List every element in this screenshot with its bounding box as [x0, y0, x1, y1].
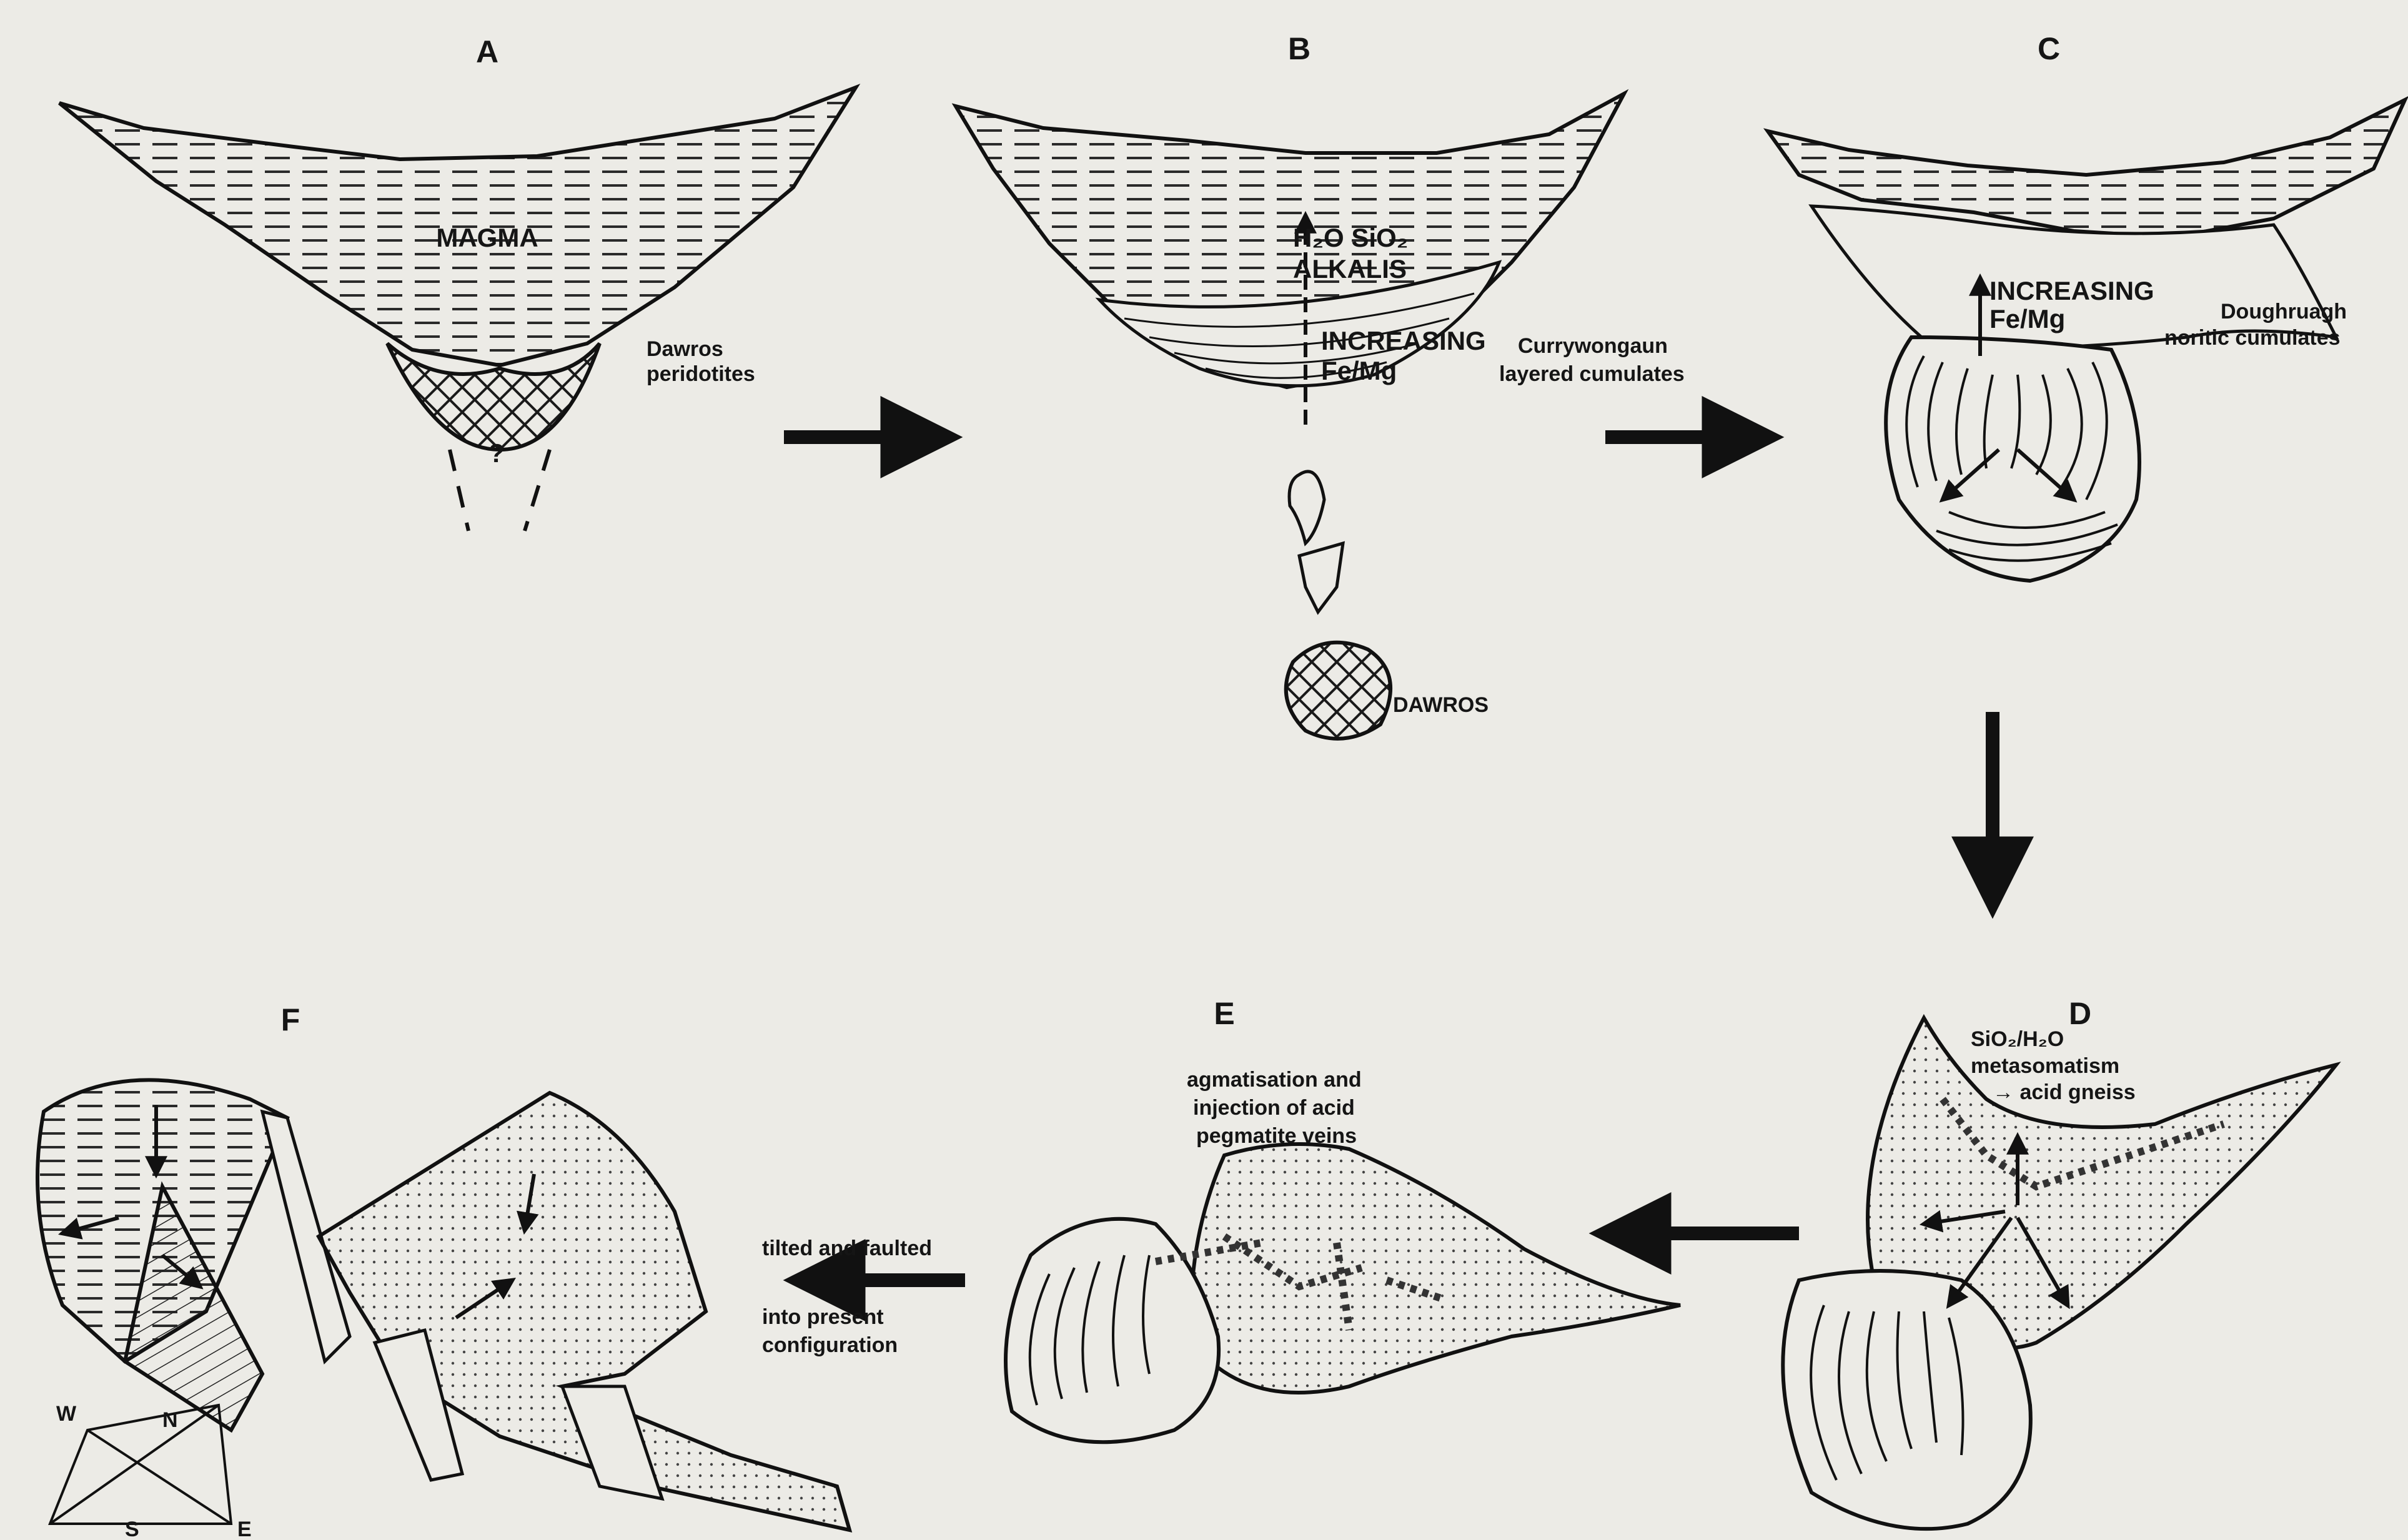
noritic-cumulates-label: noritic cumulates [2164, 326, 2341, 350]
sio2-h2o-label: SiO₂/H₂O [1971, 1027, 2064, 1051]
compass-s: S [125, 1518, 139, 1537]
increasing-label-c: INCREASING [1989, 276, 2154, 305]
agmatisation-label-3: pegmatite veins [1196, 1124, 1357, 1148]
metasomatism-label: metasomatism [1971, 1054, 2119, 1078]
h2o-sio2-label: H₂O SiO₂ [1293, 223, 1408, 252]
agmatisation-label-1: agmatisation and [1187, 1068, 1362, 1092]
question-mark: ? [488, 438, 505, 468]
panel-label-f: F [281, 1002, 300, 1037]
panel-label-b: B [1288, 31, 1311, 66]
layered-cumulates-label: layered cumulates [1499, 362, 1685, 386]
compass-e: E [237, 1518, 252, 1537]
acid-gneiss-label: → acid gneiss [1993, 1080, 2136, 1104]
femg-label-c: Fe/Mg [1989, 304, 2065, 333]
panel-label-a: A [476, 34, 498, 69]
panel-b-layered-chamber: H₂O SiO₂ ALKALIS INCREASING Fe/Mg Curryw… [956, 94, 1685, 739]
tilted-faulted-label: tilted and faulted [762, 1236, 932, 1260]
panel-d-metasomatism: SiO₂/H₂O metasomatism → acid gneiss [1783, 1018, 2336, 1529]
panel-f-present-configuration: W N S E [37, 1080, 850, 1537]
dawros-block-label: DAWROS [1393, 693, 1489, 717]
doughruagh-label: Doughruagh [2221, 300, 2347, 323]
compass-n: N [162, 1408, 178, 1432]
increasing-label-b: INCREASING [1321, 326, 1486, 355]
panel-e-agmatisation: agmatisation and injection of acid pegma… [1006, 1068, 1680, 1442]
femg-label-b: Fe/Mg [1321, 356, 1397, 385]
panel-a-magma-chamber: MAGMA Dawros peridotites ? [59, 87, 856, 531]
into-present-label: into present [762, 1305, 884, 1329]
magma-label: MAGMA [436, 223, 538, 252]
configuration-label: configuration [762, 1333, 898, 1357]
dawros-label: Dawros [647, 337, 723, 361]
agmatisation-label-2: injection of acid [1193, 1096, 1355, 1120]
peridotites-label: peridotites [647, 362, 755, 386]
panel-label-c: C [2038, 31, 2060, 66]
panel-label-d: D [2069, 996, 2091, 1031]
panel-label-e: E [1214, 996, 1234, 1031]
currywongaun-label: Currywongaun [1518, 334, 1668, 358]
compass-w: W [56, 1402, 77, 1426]
alkalis-label: ALKALIS [1293, 254, 1407, 284]
panel-c-doughruagh: INCREASING Fe/Mg Doughruagh noritic cumu… [1768, 100, 2405, 581]
